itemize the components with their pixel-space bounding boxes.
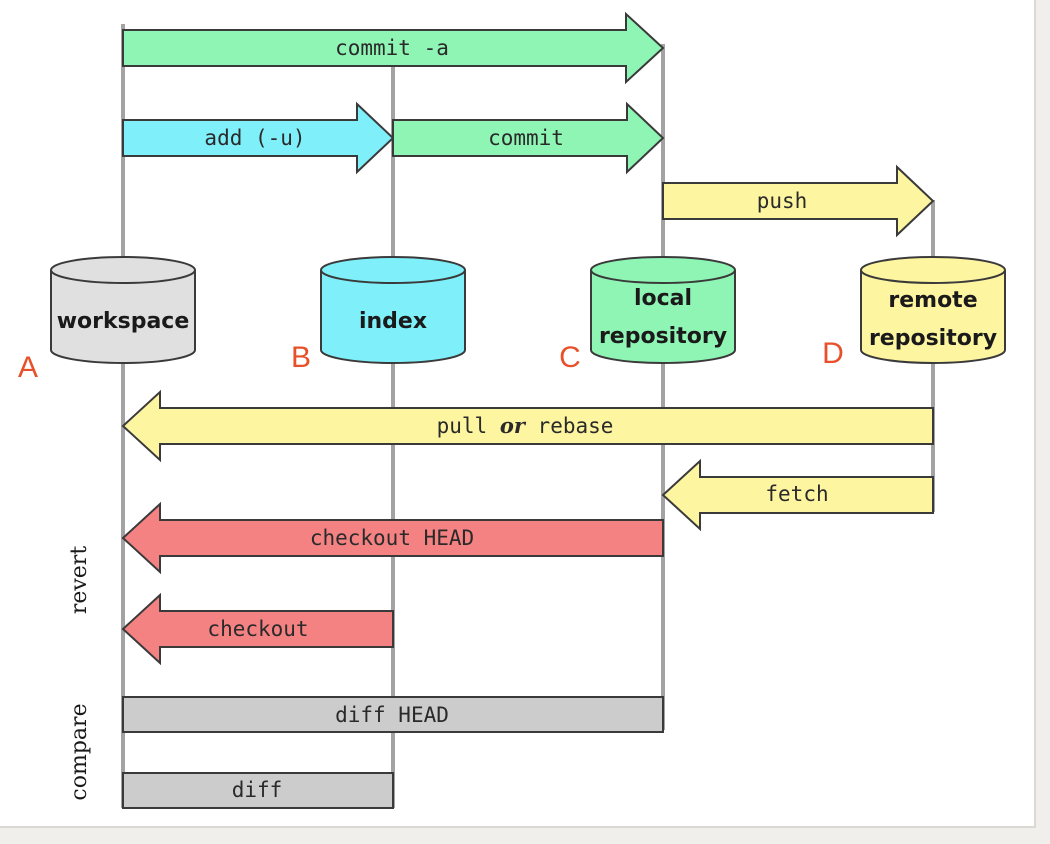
workspace-cylinder: workspace bbox=[50, 256, 196, 364]
commit-arrow: commit bbox=[392, 101, 665, 175]
letter-c: C bbox=[559, 341, 581, 374]
diff-label: diff bbox=[232, 778, 283, 802]
or-label: or bbox=[500, 413, 527, 438]
diff-bar: diff bbox=[122, 772, 394, 809]
local-label: local bbox=[634, 286, 692, 311]
letter-b: B bbox=[291, 341, 311, 374]
add-arrow: add (-u) bbox=[122, 101, 395, 175]
rebase-label: rebase bbox=[538, 414, 614, 438]
remote-repository-cylinder: remote repository bbox=[860, 256, 1006, 364]
pull-rebase-arrow: pull or rebase bbox=[121, 389, 934, 463]
checkout-head-label: checkout HEAD bbox=[310, 526, 474, 550]
index-label: index bbox=[359, 309, 427, 334]
letter-d: D bbox=[822, 337, 844, 370]
revert-group-label: revert bbox=[67, 546, 92, 615]
diff-head-label: diff HEAD bbox=[335, 703, 449, 727]
remote-label: remote bbox=[888, 288, 977, 313]
diagram-frame: commit -a add (-u) commit push pull or r… bbox=[0, 0, 1036, 828]
commit-all-arrow: commit -a bbox=[122, 11, 665, 85]
checkout-head-arrow: checkout HEAD bbox=[121, 501, 664, 575]
pull-label: pull bbox=[437, 414, 488, 438]
fetch-arrow: fetch bbox=[661, 458, 934, 532]
local-repository-label: repository bbox=[599, 324, 727, 349]
compare-group-label: compare bbox=[67, 703, 92, 800]
add-label: add (-u) bbox=[204, 126, 305, 150]
local-repository-cylinder: local repository bbox=[590, 256, 736, 364]
workspace-label: workspace bbox=[57, 309, 190, 334]
pull-rebase-label: pull or rebase bbox=[437, 413, 614, 438]
checkout-arrow: checkout bbox=[121, 592, 394, 666]
remote-repository-label: repository bbox=[869, 326, 997, 351]
index-cylinder: index bbox=[320, 256, 466, 364]
letter-a: A bbox=[18, 351, 38, 384]
push-arrow: push bbox=[662, 164, 935, 238]
commit-all-label: commit -a bbox=[335, 36, 449, 60]
checkout-label: checkout bbox=[207, 617, 308, 641]
diff-head-bar: diff HEAD bbox=[122, 696, 664, 733]
push-label: push bbox=[757, 189, 808, 213]
commit-label: commit bbox=[488, 126, 564, 150]
fetch-label: fetch bbox=[765, 482, 828, 506]
